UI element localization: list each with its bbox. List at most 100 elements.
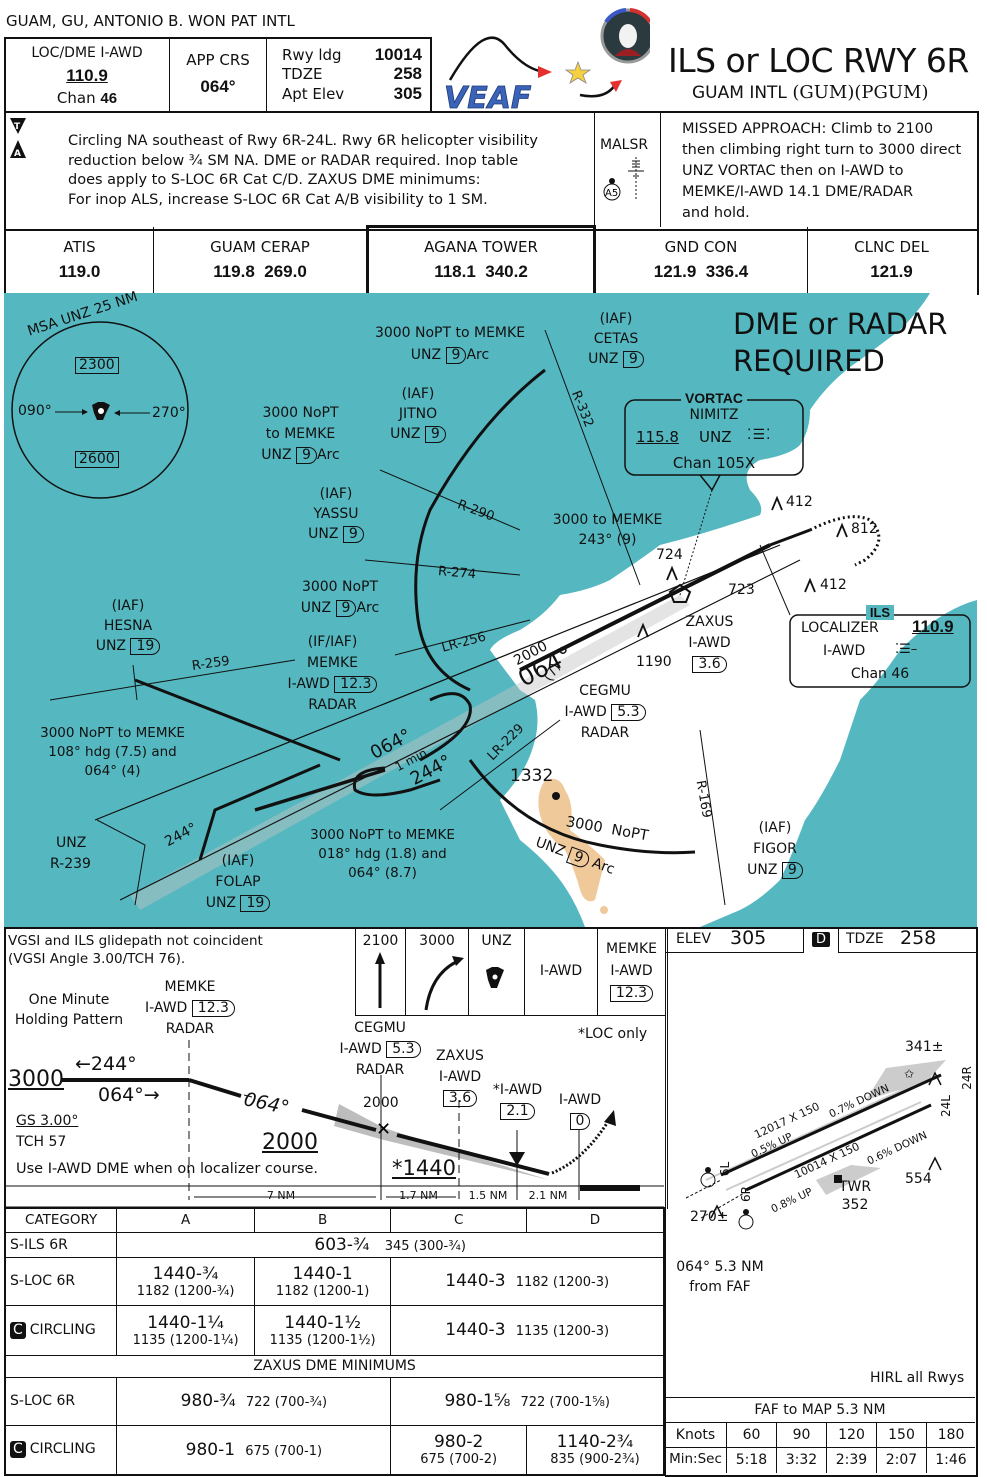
profile-map-0: I-AWD 0	[558, 1092, 602, 1130]
spot-elevation-1332: 1332	[510, 766, 554, 786]
map-arrow-icon	[509, 1152, 525, 1166]
runway-6r-24l	[745, 1103, 932, 1192]
vortac-icon	[92, 402, 110, 420]
zaxus-fix-icon	[668, 583, 692, 603]
missed-step-5: MEMKE I-AWD 12.3	[605, 941, 658, 1002]
fix-figor: (IAF) FIGOR UNZ 9	[735, 818, 815, 881]
loc-dme-label: LOC/DME I-AWD	[31, 45, 143, 61]
loc-channel: Chan 46	[56, 89, 118, 107]
msa-bottom-altitude: 2600	[75, 451, 119, 468]
takeoff-minimums-icon	[10, 118, 26, 134]
dme-radar-required: DME or RADAR REQUIRED	[733, 307, 948, 378]
knots-150: 150	[888, 1427, 915, 1443]
red-arrow-icon	[538, 66, 552, 78]
ils-frequency: 110.9	[912, 617, 954, 636]
profile-view	[4, 927, 668, 1209]
distance-7nm: 7 NM	[266, 1189, 296, 1202]
transition-hesna: 3000 NoPT to MEMKE 108° hdg (7.5) and 06…	[40, 725, 185, 779]
faf-cross-icon: ✕	[376, 1119, 391, 1140]
elevation-label: ELEV	[676, 931, 712, 947]
fix-hesna: (IAF) HESNA UNZ 19	[88, 596, 168, 656]
app-crs-label: APP CRS	[186, 51, 250, 69]
missed-step-3-label: UNZ	[481, 933, 512, 949]
svg-text:T: T	[14, 122, 21, 132]
veaf-logo: VEAF	[444, 8, 650, 112]
notes-box	[4, 111, 979, 231]
fix-folap: (IAF) FOLAP UNZ 19	[198, 851, 278, 914]
fix-zaxus: ZAXUS I-AWD 3.6	[685, 614, 734, 673]
malsr-lighting-icon: A5	[603, 157, 644, 201]
app-crs-value: 064°	[200, 77, 236, 96]
comm-atis: ATIS 119.0	[58, 238, 101, 281]
fix-cegmu: CEGMU I-AWD 5.3 RADAR	[555, 681, 655, 744]
radial-label-239: R-239	[50, 856, 91, 872]
airport-location: GUAM, GU, ANTONIO B. WON PAT INTL	[6, 12, 295, 30]
procedure-title: ILS or LOC RWY 6R	[668, 41, 969, 80]
spot-elevation-icon	[552, 792, 560, 800]
hirl-note: HIRL all Rwys	[870, 1370, 965, 1386]
time-120: 2:39	[835, 1452, 868, 1468]
profile-altitude-3000: 3000	[8, 1067, 64, 1092]
tower-icon	[834, 1175, 842, 1183]
msa-left-bearing: 090°	[18, 403, 52, 419]
profile-altitude-2000: 2000	[262, 1130, 318, 1155]
veaf-logo-text: VEAF	[444, 81, 532, 112]
obstacle-554: 554	[905, 1171, 932, 1187]
zaxus-row-sloc: S-LOC 6R 980-¾ 722 (700-¾) 980-1⅝ 722 (7…	[4, 1376, 665, 1426]
lighting-label: MALSR	[600, 137, 649, 153]
final-approach-course	[519, 543, 771, 672]
profile-final-descent	[396, 1133, 550, 1176]
obstacle-341: 341±	[905, 1039, 944, 1055]
runway-label-6r: 6R	[738, 1186, 753, 1202]
comm-tower: AGANA TOWER 118.1 340.2	[424, 238, 538, 281]
knots-60: 60	[742, 1427, 761, 1443]
final-approach-corridor	[130, 595, 690, 910]
north-dme-arc	[414, 368, 546, 692]
terrain-high	[538, 778, 605, 902]
runway-6l-24r	[720, 1073, 942, 1177]
holding-pattern	[352, 766, 441, 797]
knots-180: 180	[937, 1427, 965, 1443]
comm-clearance: CLNC DEL 121.9	[854, 238, 929, 281]
knots-120: 120	[838, 1427, 865, 1443]
vortac-ident: UNZ	[699, 428, 732, 446]
radial-label-unz: UNZ	[56, 835, 87, 851]
fix-jitno: (IAF) JITNO UNZ 9	[378, 384, 458, 444]
obstacle-270: 270±	[690, 1209, 729, 1225]
obstacle-1190: 1190	[636, 654, 672, 670]
airport-name-line: GUAM INTL (GUM)(PGUM)	[692, 82, 929, 103]
runway-diagram: ✩	[685, 1060, 946, 1230]
time-180: 1:46	[935, 1452, 967, 1468]
tower-elevation: 352	[841, 1197, 869, 1213]
minimums-row-sils: S-ILS 6R 603-¾ 345 (300-¾)	[4, 1231, 665, 1258]
tdze-label: TDZE	[282, 65, 323, 83]
fix-memke: (IF/IAF) MEMKE I-AWD 12.3 RADAR	[280, 632, 385, 716]
distance-1-7nm: 1.7 NM	[399, 1189, 438, 1202]
fix-cetas: (IAF) CETAS UNZ 9	[575, 309, 657, 369]
rwy-ldg-label: Rwy ldg	[282, 46, 342, 64]
profile-diagram: ✕	[4, 1040, 664, 1208]
star-icon	[564, 60, 592, 84]
vortac-morse-icon: ⁚☰⁚	[747, 427, 772, 443]
beacon-icon: ✩	[904, 1067, 914, 1081]
right-turn-arrow-icon	[424, 956, 464, 1011]
plan-view	[4, 293, 977, 927]
distance-2-1nm: 2.1 NM	[528, 1189, 568, 1202]
ils-channel: Chan 46	[850, 666, 910, 682]
msa-right-bearing: 270°	[152, 405, 186, 421]
obstacle-412-south: 412	[820, 577, 847, 593]
fix-yassu: (IAF) YASSU UNZ 9	[297, 484, 375, 544]
missed-return-note: 3000 to MEMKE 243° (9)	[552, 512, 663, 548]
missed-approach-text: MISSED APPROACH: Climb to 2100 then clim…	[682, 121, 962, 221]
vortac-type: VORTAC	[625, 390, 803, 406]
obstacle-412-north: 412	[786, 494, 813, 510]
radial-label-274: R-274	[437, 564, 477, 583]
obstacle-270-icon	[710, 1204, 724, 1219]
profile-zaxus: ZAXUS I-AWD 3.6	[436, 1048, 484, 1107]
south-dme-arc	[468, 759, 696, 855]
ils-localizer-label: LOCALIZER	[801, 620, 879, 636]
svg-text:A5: A5	[605, 188, 618, 199]
apt-elev-value: 305	[393, 84, 422, 103]
